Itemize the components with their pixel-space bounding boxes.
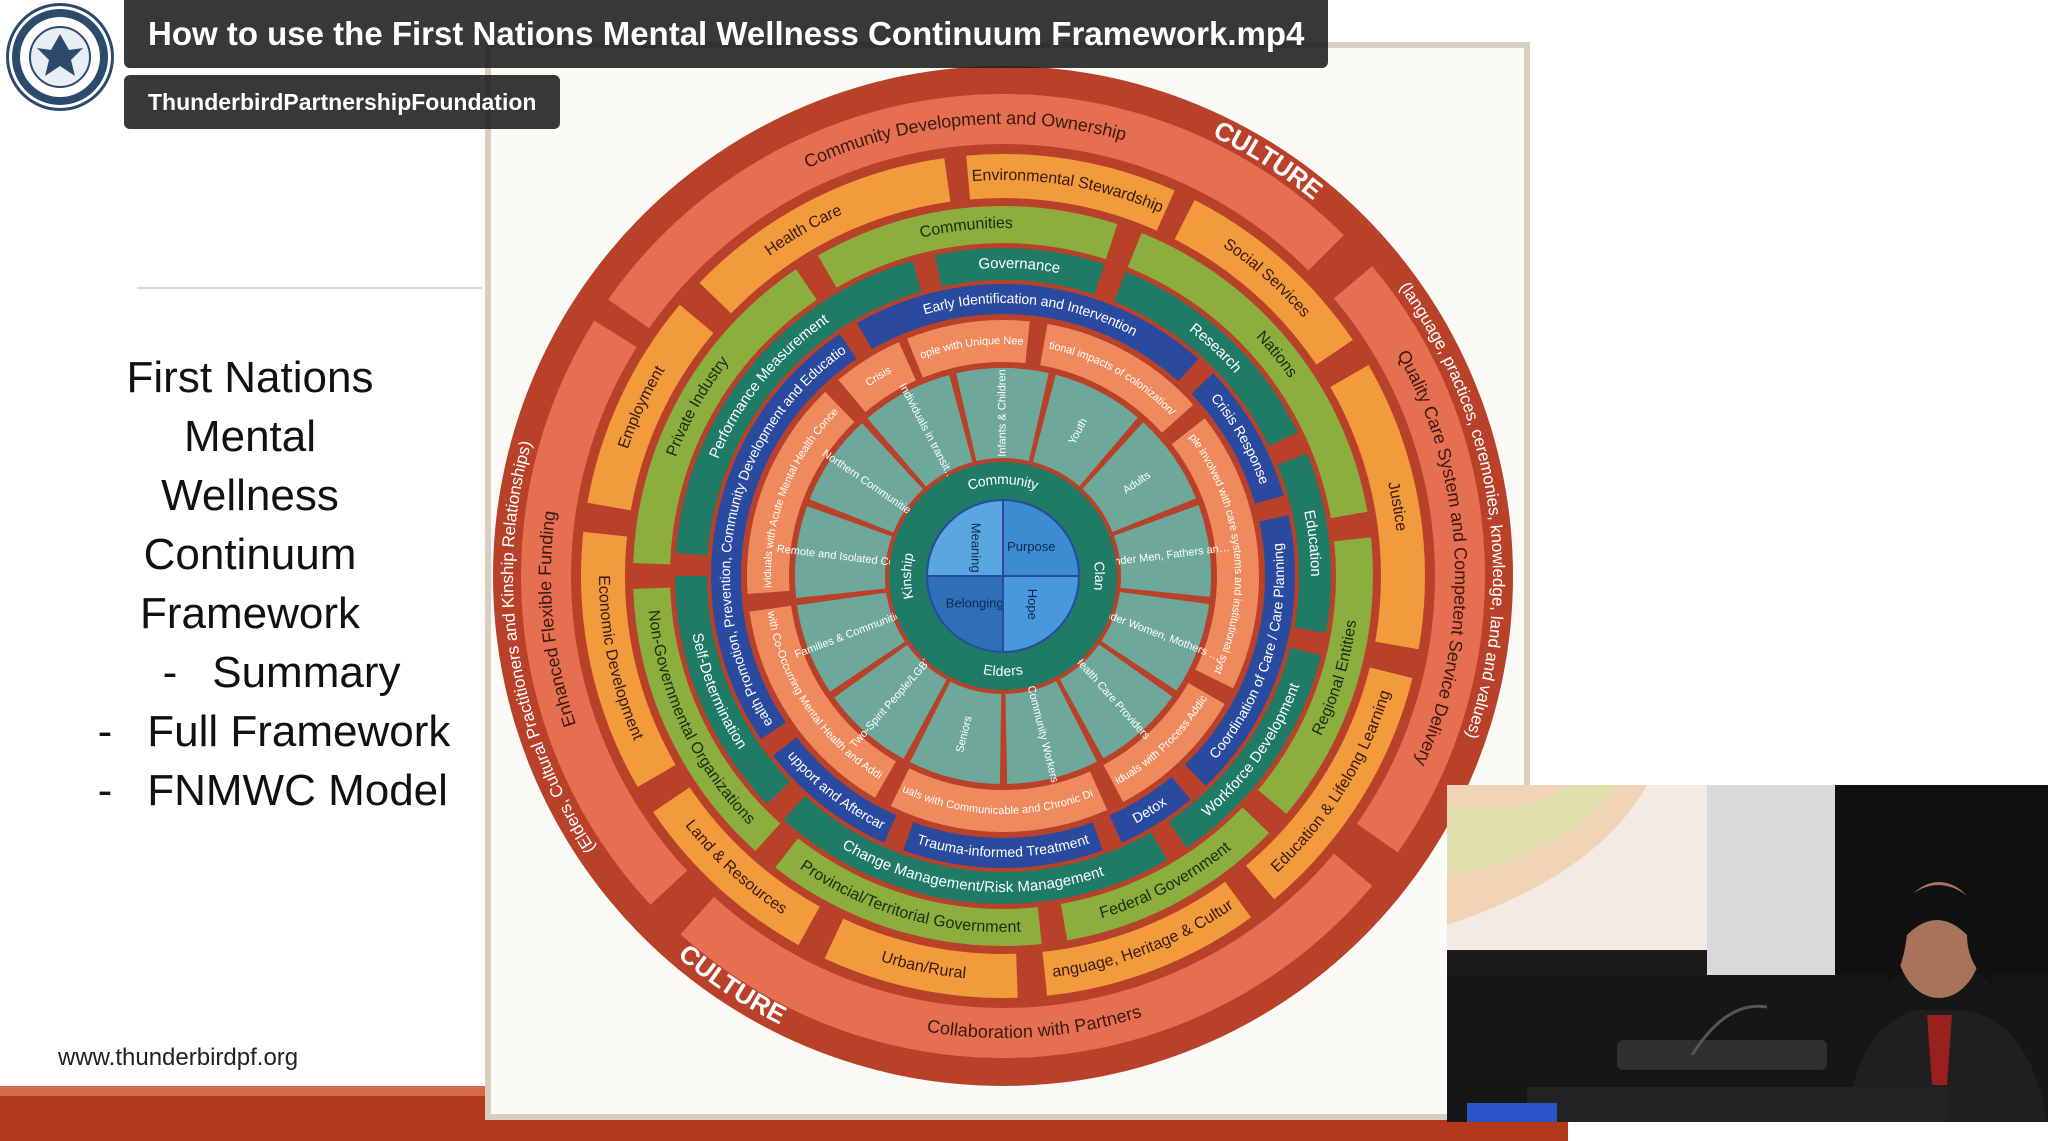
thunderbird-logo-icon: [12, 9, 108, 105]
inner-ring-label: Clan: [1091, 561, 1108, 592]
population-wedge: [1113, 505, 1211, 597]
blue-ring-segment: [1185, 515, 1295, 787]
salmon-ring-segment: [1040, 323, 1194, 433]
inner-ring-label: Community: [965, 471, 1040, 493]
blue-ring-segment: [1191, 373, 1284, 504]
green-ring-segment: [1060, 807, 1270, 941]
slide-title-line: First Nations: [126, 353, 374, 402]
bullet-full-framework: - Full Framework: [97, 707, 451, 756]
teal-ring-segment: [934, 247, 1105, 295]
population-wedge: [867, 375, 973, 487]
outer-ring-segment: [680, 853, 1373, 1058]
salmon-ring-segment: [838, 342, 916, 413]
salmon-ring-segment: [1103, 683, 1225, 803]
green-ring-segment: [818, 205, 1118, 288]
core-quadrant: [1002, 575, 1081, 654]
population-wedge: [809, 423, 923, 533]
channel-logo[interactable]: [6, 3, 114, 111]
channel-name[interactable]: ThunderbirdPartnershipFoundation: [124, 75, 561, 129]
salmon-ring-segment: [1171, 418, 1259, 689]
population-wedge: [1101, 591, 1210, 691]
population-wedge: [834, 644, 947, 759]
core-label: Meaning: [968, 523, 983, 573]
blue-ring-segment: [857, 284, 1199, 382]
teal-ring-segment: [1113, 271, 1298, 447]
inner-ring-label: Elders: [982, 661, 1024, 679]
orange-ring-segment: [653, 787, 820, 946]
teal-ring-segment: [675, 576, 791, 804]
orange-ring-segment: [1174, 199, 1353, 365]
green-ring-segment: [633, 587, 781, 851]
slide-title: First Nations Mental Wellness Continuum …: [40, 348, 460, 820]
bullet-fnmwc-model: - FNMWC Model: [97, 766, 448, 815]
teal-ring-segment: [783, 795, 1167, 904]
orange-ring-segment: [581, 531, 676, 787]
slide-title-line: Continuum: [143, 530, 357, 579]
outer-ring-segment: [520, 320, 688, 905]
salmon-ring-segment: [907, 320, 1030, 378]
population-wedge: [795, 506, 892, 599]
orange-ring-segment: [1330, 365, 1425, 650]
teal-ring-segment: [1277, 453, 1331, 633]
inner-ring-label: Kinship: [898, 551, 917, 600]
blue-ring-segment: [1109, 776, 1191, 843]
video-title[interactable]: How to use the First Nations Mental Well…: [124, 0, 1329, 68]
slide-title-line: Framework: [139, 589, 361, 638]
population-wedge: [1059, 644, 1173, 759]
core-label: Belonging: [946, 596, 1004, 611]
population-wedge: [1005, 681, 1097, 784]
presenter-pip-video[interactable]: [1447, 785, 2048, 1122]
salmon-ring-segment: [890, 768, 1108, 832]
green-ring-segment: [1127, 232, 1368, 519]
population-wedge: [797, 592, 905, 692]
population-wedge: [1032, 374, 1138, 487]
population-label: Infants & Children: [996, 369, 1008, 456]
orange-ring-segment: [1245, 667, 1413, 900]
bullet-summary: - Summary: [162, 648, 401, 697]
slide-title-line: Wellness: [161, 471, 339, 520]
salmon-ring-segment: [749, 605, 896, 798]
population-wedge: [1082, 422, 1196, 532]
salmon-ring-segment: [747, 391, 855, 594]
green-ring-segment: [775, 838, 1042, 946]
outer-ring-segment: [608, 93, 1344, 329]
presenter-video-icon: [1447, 785, 2048, 1122]
teal-ring-segment: [1168, 647, 1322, 848]
orange-ring-segment: [699, 166, 912, 314]
slide-title-line: Mental: [183, 412, 317, 461]
blue-ring-segment: [903, 822, 1103, 869]
core-label: Hope: [1025, 589, 1040, 620]
orange-ring-segment: [966, 154, 1175, 231]
green-ring-segment: [1258, 537, 1373, 814]
population-wedge: [956, 368, 1049, 462]
population-wedge: [910, 681, 1002, 784]
core-label: Purpose: [1007, 539, 1055, 554]
blue-ring-segment: [772, 737, 897, 843]
blue-ring-segment: [711, 333, 857, 740]
outer-ring-segment: [1333, 266, 1485, 853]
slide-footer-accent: [0, 1086, 490, 1096]
green-ring-segment: [633, 269, 817, 565]
website-url: www.thunderbirdpf.org: [58, 1044, 299, 1071]
teal-ring-label: Governance: [978, 255, 1061, 277]
orange-ring-segment: [587, 304, 714, 511]
orange-ring-segment: [1042, 881, 1252, 996]
slide-divider: [137, 287, 482, 289]
teal-ring-segment: [675, 260, 922, 556]
framework-wheel: Community Development and OwnershipQuali…: [483, 56, 1513, 1086]
orange-ring-segment: [824, 918, 1018, 998]
